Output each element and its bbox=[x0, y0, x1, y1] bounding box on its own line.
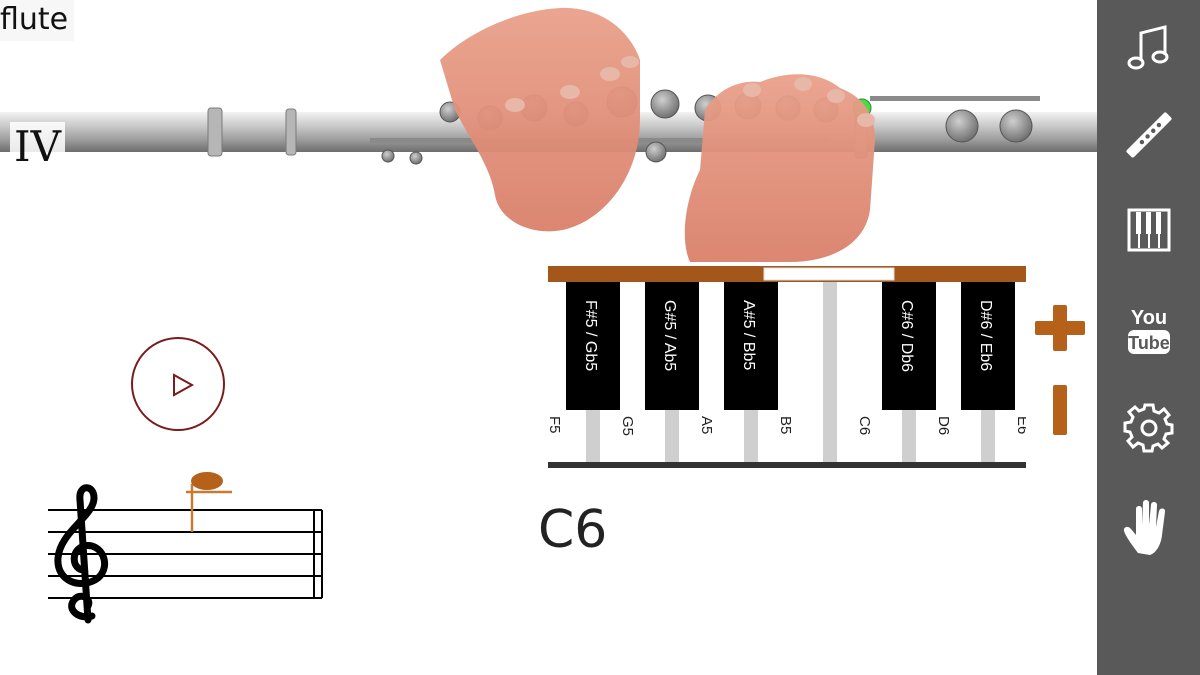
note-head bbox=[186, 472, 232, 532]
music-staff bbox=[48, 472, 323, 624]
piano-keyboard: F5 G5 A5 B5 C6 D6 E6 F#5 / Gb5 G#5 / Ab5… bbox=[548, 266, 1026, 468]
black-key-label: G#5 / Ab5 bbox=[661, 300, 678, 371]
white-key-e6[interactable]: E6 bbox=[1014, 416, 1026, 434]
youtube-label-top: You bbox=[1130, 307, 1166, 329]
black-key-gs5[interactable] bbox=[645, 282, 699, 410]
black-key-as5[interactable] bbox=[724, 282, 778, 410]
white-key-d6[interactable]: D6 bbox=[935, 416, 952, 435]
play-icon bbox=[173, 373, 195, 397]
black-key-label: A#5 / Bb5 bbox=[740, 300, 757, 370]
white-key-labels: F5 G5 A5 B5 C6 D6 E6 bbox=[548, 416, 1026, 436]
white-key-c6[interactable]: C6 bbox=[856, 416, 873, 435]
sidebar-item-youtube[interactable]: You Tube bbox=[1097, 290, 1200, 370]
sidebar-item-songs[interactable] bbox=[1097, 8, 1200, 88]
hand-icon bbox=[1123, 500, 1165, 555]
music-note-icon bbox=[1127, 25, 1168, 70]
treble-clef-icon bbox=[54, 484, 108, 624]
black-key-cs6[interactable] bbox=[882, 282, 936, 410]
white-key-f5[interactable]: F5 bbox=[548, 416, 563, 434]
gear-icon bbox=[1123, 403, 1173, 453]
zoom-in-button[interactable] bbox=[1035, 305, 1085, 351]
youtube-label-bottom: Tube bbox=[1128, 333, 1170, 353]
sidebar-item-fingering[interactable] bbox=[1097, 487, 1200, 567]
flute-icon bbox=[1125, 112, 1172, 158]
current-note-label: C6 bbox=[538, 500, 608, 560]
zoom-out-button[interactable] bbox=[1035, 385, 1085, 435]
black-key-ds6[interactable] bbox=[961, 282, 1015, 410]
piano-icon bbox=[1127, 208, 1170, 252]
sidebar: You Tube bbox=[1097, 0, 1200, 675]
youtube-icon: You Tube bbox=[1127, 307, 1170, 354]
sidebar-item-piano[interactable] bbox=[1097, 190, 1200, 270]
black-key-label: C#6 / Db6 bbox=[898, 300, 915, 372]
black-key-fs5[interactable] bbox=[566, 282, 620, 410]
black-key-label: D#6 / Eb6 bbox=[977, 300, 994, 371]
white-key-a5[interactable]: A5 bbox=[698, 416, 715, 434]
sidebar-item-settings[interactable] bbox=[1097, 387, 1200, 467]
register-label: IV bbox=[10, 122, 65, 172]
flute-illustration bbox=[0, 7, 1097, 263]
play-button[interactable] bbox=[131, 337, 225, 431]
sidebar-item-instrument[interactable] bbox=[1097, 95, 1200, 175]
app-title: flute bbox=[0, 0, 75, 41]
black-key-label: F#5 / Gb5 bbox=[582, 300, 599, 371]
white-key-g5[interactable]: G5 bbox=[619, 416, 636, 436]
white-key-b5[interactable]: B5 bbox=[777, 416, 794, 434]
